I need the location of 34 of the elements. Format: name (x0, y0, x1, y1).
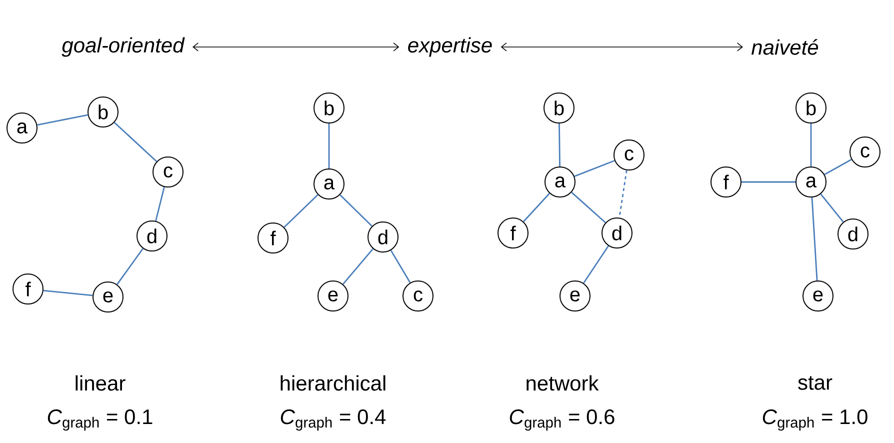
word-label: goal-oriented (62, 37, 185, 57)
edge-line (155, 186, 165, 222)
edge-line (820, 194, 844, 222)
coefficient-label: C$_{graph}$ = 0.1 (48, 409, 152, 431)
edge-line (574, 160, 615, 177)
edge-line (824, 158, 852, 176)
edge-line (571, 192, 606, 224)
graph-type-label: star (798, 376, 832, 390)
edge-line (116, 248, 144, 285)
graph-type-label: linear (76, 375, 126, 391)
edge-line (284, 194, 318, 228)
double-arrow (500, 42, 743, 52)
edge-line (114, 122, 158, 162)
coefficient-label: C$_{graph}$ = 0.6 (510, 409, 614, 431)
edge-line (583, 246, 609, 284)
edge-line (390, 250, 411, 284)
edge-line (618, 170, 628, 218)
word-label: naiveté (752, 39, 818, 55)
edge-line (742, 181, 796, 183)
edge-line (340, 194, 372, 227)
edge-line (342, 248, 374, 285)
graph-type-label: network (526, 375, 599, 391)
graph-type-label: hierarchical (280, 375, 386, 391)
edge-line (810, 124, 812, 166)
double-arrow (192, 42, 400, 52)
coefficient-label: C$_{graph}$ = 0.4 (280, 409, 386, 431)
edge-line (523, 192, 550, 222)
edge-line (43, 290, 93, 296)
edge-line (811, 197, 818, 281)
edge-line (558, 123, 560, 166)
edge-line (328, 124, 330, 168)
edge-line (37, 114, 88, 126)
word-label: expertise (408, 37, 492, 57)
coefficient-label: C$_{graph}$ = 1.0 (762, 409, 868, 431)
